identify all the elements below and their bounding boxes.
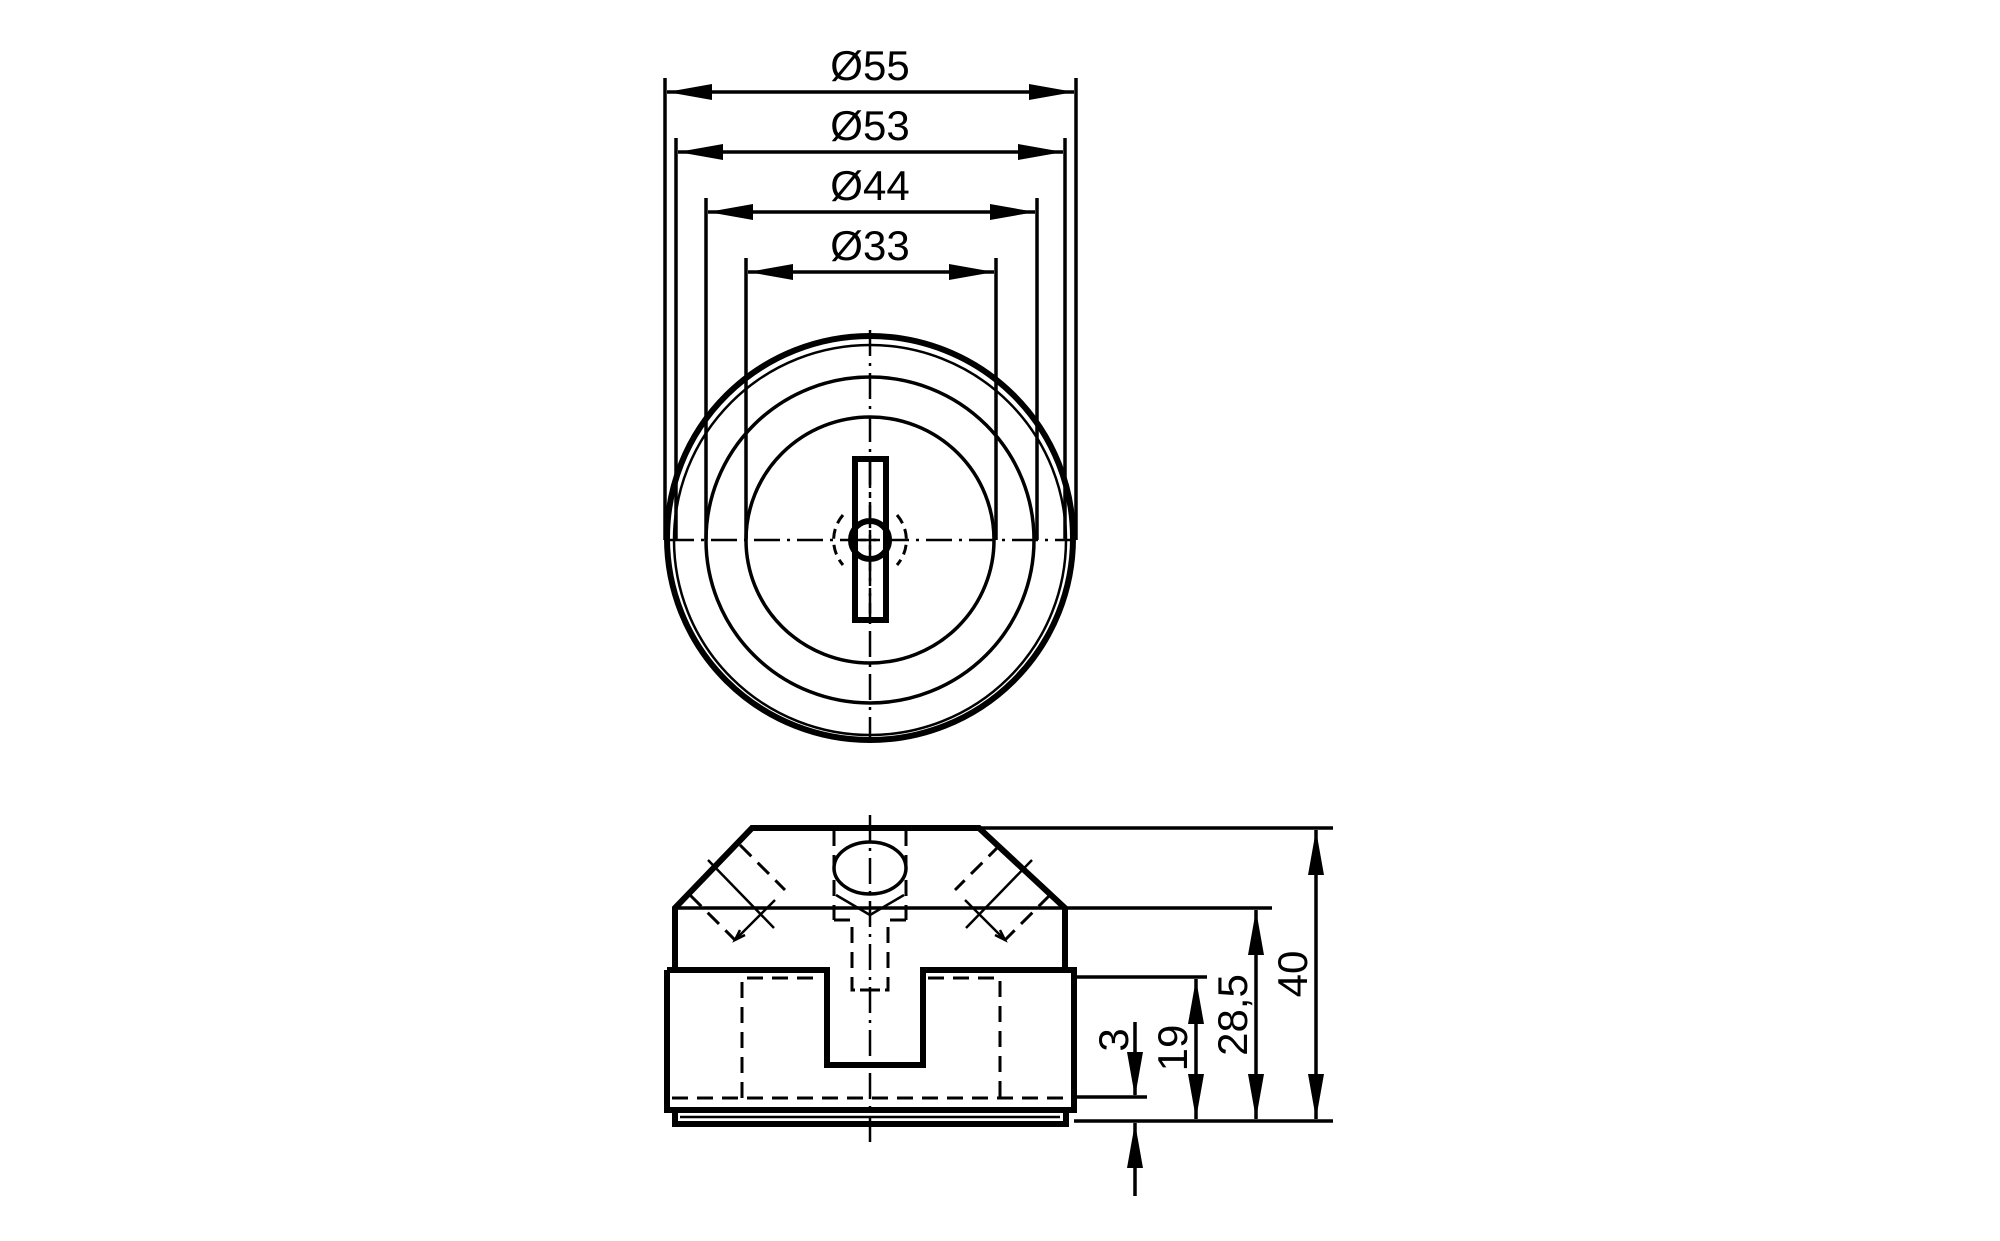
central-slot xyxy=(832,456,908,623)
dimension-label-h19: 19 xyxy=(1149,1025,1196,1072)
dimension-h3: 3 xyxy=(1090,1022,1143,1196)
dimension-label-d53: Ø53 xyxy=(830,102,909,149)
dimension-label-d55: Ø55 xyxy=(830,42,909,89)
dimension-label-h3: 3 xyxy=(1090,1028,1137,1051)
dimension-d44: Ø44 xyxy=(708,162,1035,220)
extension-lines xyxy=(663,78,1078,540)
side-view: 3 19 28,5 40 xyxy=(664,815,1333,1196)
dimension-d33: Ø33 xyxy=(748,222,994,280)
dimension-h40: 40 xyxy=(1269,830,1324,1119)
dimension-d53: Ø53 xyxy=(678,102,1063,160)
side-view-hidden-lines xyxy=(672,830,1070,1100)
dimension-h19: 19 xyxy=(1149,979,1204,1119)
dimension-label-h28-5: 28,5 xyxy=(1209,974,1256,1056)
top-view: Ø55 Ø53 Ø44 Ø33 xyxy=(663,42,1078,748)
dimension-h28-5: 28,5 xyxy=(1209,910,1264,1119)
side-view-extension-lines xyxy=(979,826,1333,1123)
top-view-centerlines xyxy=(668,330,1074,748)
dimension-d55: Ø55 xyxy=(667,42,1074,100)
dimension-label-h40: 40 xyxy=(1269,951,1316,998)
dimension-label-d44: Ø44 xyxy=(830,162,909,209)
dimension-label-d33: Ø33 xyxy=(830,222,909,269)
